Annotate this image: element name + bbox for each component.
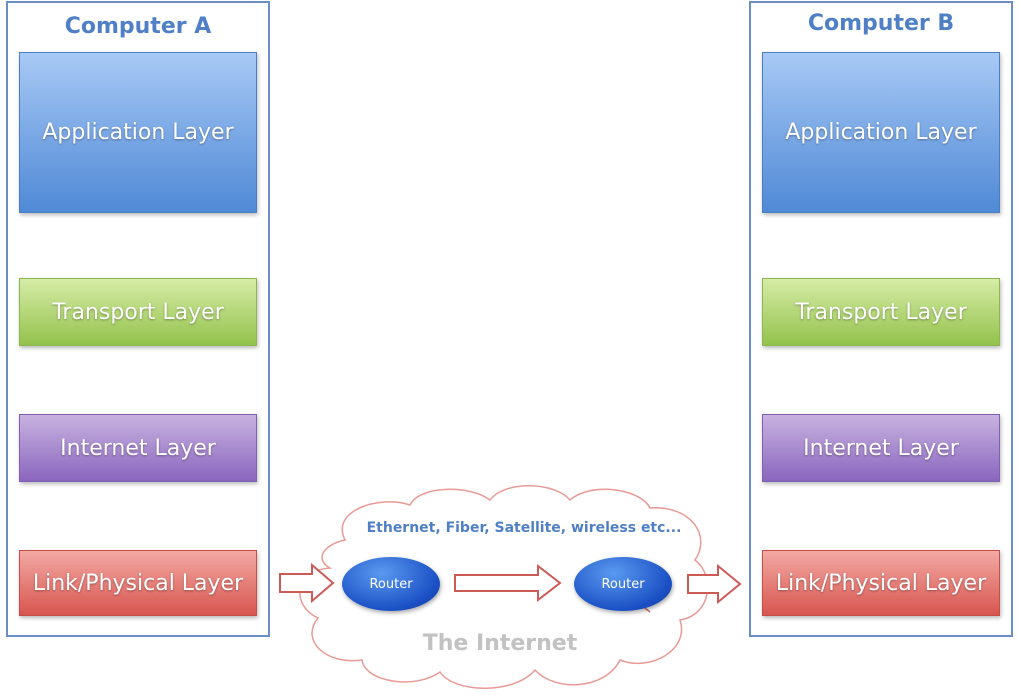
router-2: Router (574, 557, 672, 611)
router-1: Router (342, 557, 440, 611)
right-arrow-icon (454, 563, 562, 603)
right-arrow-icon (279, 562, 335, 604)
computer-a-link-physical-layer: Link/Physical Layer (19, 550, 257, 616)
computer-a-application-layer: Application Layer (19, 52, 257, 213)
right-arrow-icon (687, 563, 742, 605)
network-media-caption: Ethernet, Fiber, Satellite, wireless etc… (366, 520, 682, 536)
computer-b-transport-layer: Transport Layer (762, 278, 1000, 346)
computer-b-link-physical-layer: Link/Physical Layer (762, 550, 1000, 616)
computer-b-title: Computer B (807, 11, 955, 36)
computer-b-internet-layer: Internet Layer (762, 414, 1000, 482)
computer-a-internet-layer: Internet Layer (19, 414, 257, 482)
computer-a-transport-layer: Transport Layer (19, 278, 257, 346)
arrows-internet (279, 562, 742, 605)
computer-b-application-layer: Application Layer (762, 52, 1000, 213)
computer-b-panel: Computer B Application Layer Transport L… (749, 1, 1013, 637)
internet-label: The Internet (422, 631, 578, 656)
computer-a-panel: Computer A Application Layer Transport L… (6, 1, 270, 637)
computer-a-title: Computer A (64, 14, 212, 39)
